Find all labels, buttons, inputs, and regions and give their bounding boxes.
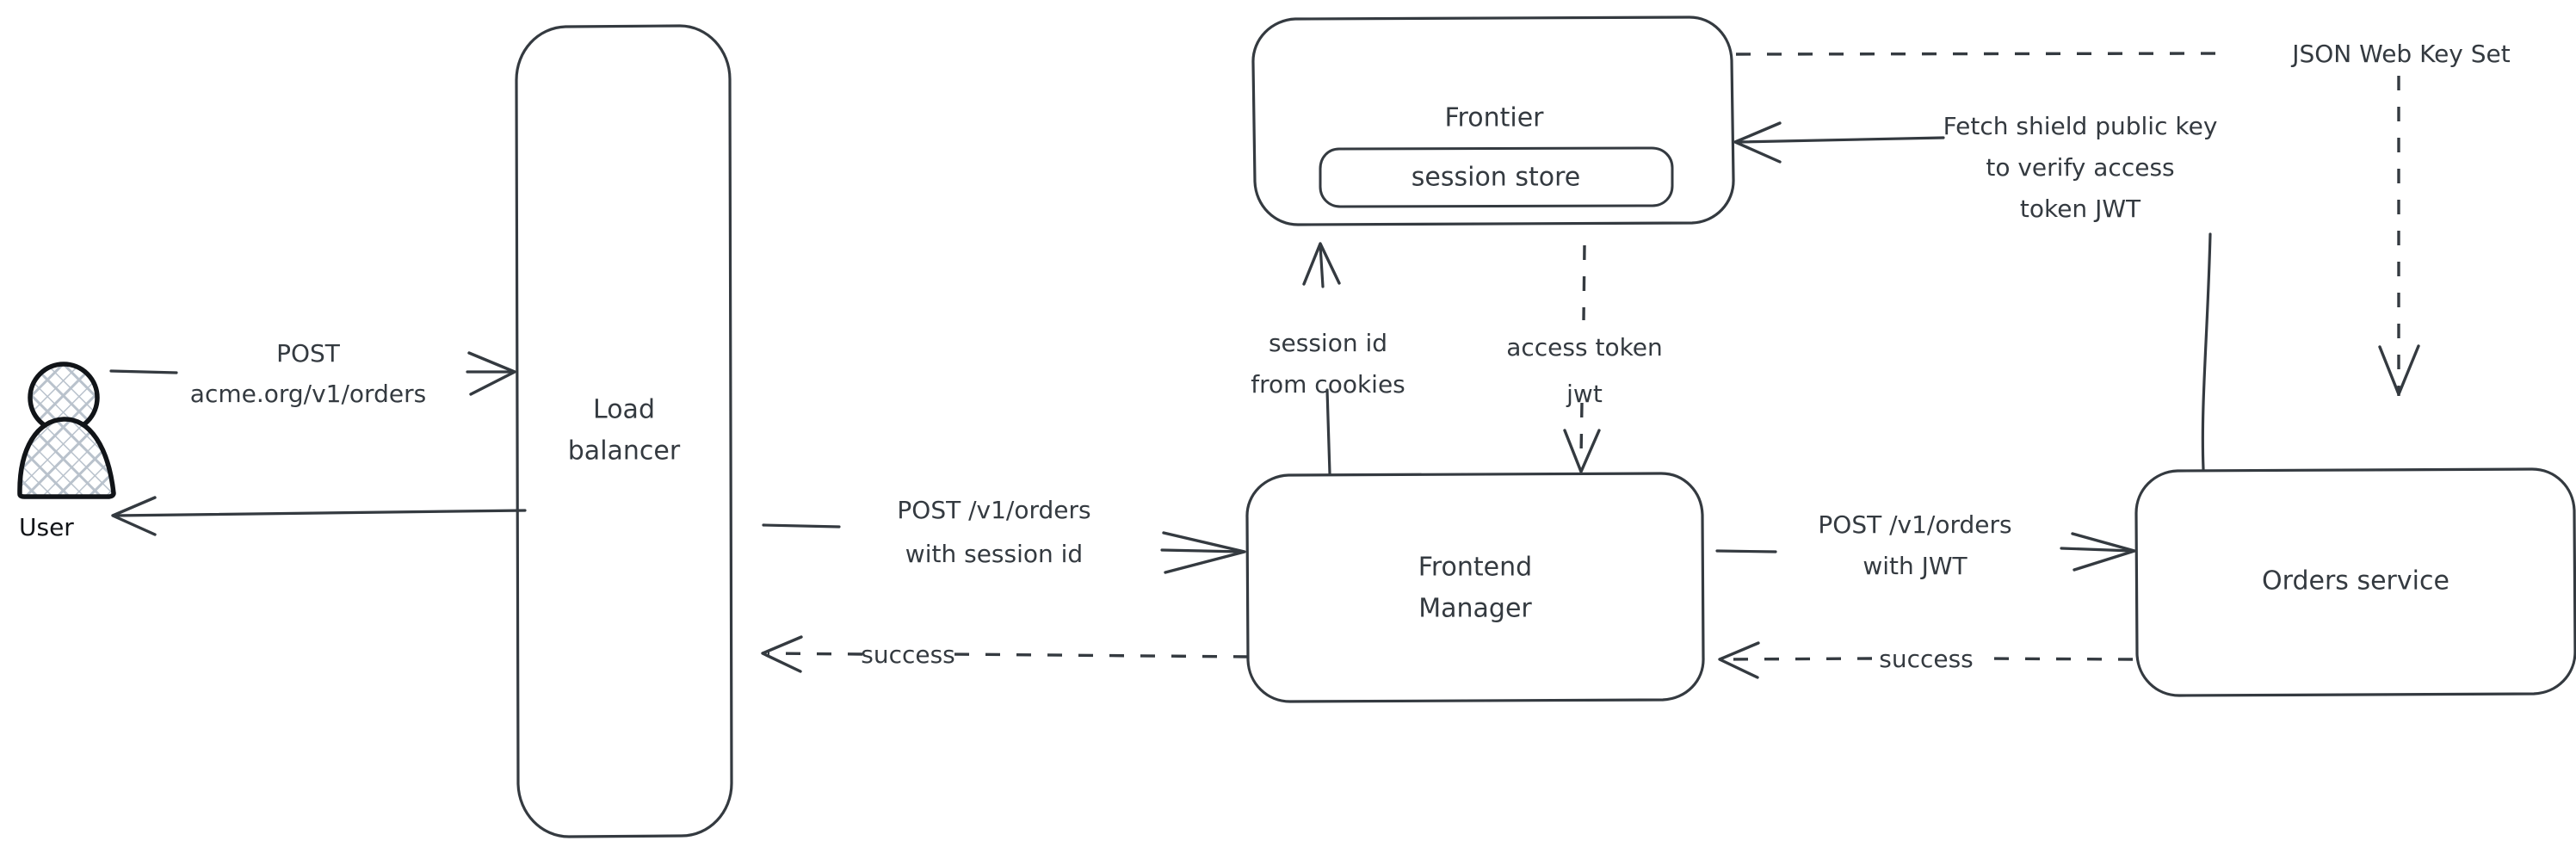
- frontend-manager-box: [1245, 472, 1705, 703]
- edge-lb-to-user-arrowhead: [111, 496, 157, 536]
- edge-frontier-to-fm-label-line2: jwt: [1566, 380, 1603, 408]
- node-frontend-manager[interactable]: Frontend Manager: [1245, 472, 1705, 703]
- edge-orders-to-fm-line-left: [1723, 657, 1873, 661]
- edge-orders-service-to-frontier: Fetch shield public key to verify access…: [1733, 112, 2218, 471]
- edge-fm-to-lb-label: success: [861, 640, 955, 669]
- orders-service-box: [2134, 467, 2576, 697]
- edge-frontier-to-fm-label-line1: access token: [1506, 333, 1663, 362]
- session-store-box: [1319, 146, 1674, 208]
- edge-fm-to-lb-arrowhead: [761, 635, 803, 673]
- load-balancer-label-line1: Load: [593, 395, 655, 425]
- edge-frontend-manager-to-orders-service: POST /v1/orders with JWT: [1715, 510, 2136, 580]
- edge-orders-to-fm-line-right: [1979, 657, 2134, 661]
- edge-load-balancer-to-user: [111, 496, 527, 536]
- edge-fm-to-orders-arrowhead: [2071, 532, 2136, 572]
- edge-fm-to-frontier-arrowhead: [1302, 242, 1341, 286]
- edge-fm-to-frontier-label-line1: session id: [1269, 329, 1387, 357]
- edge-orders-to-frontier-label-line2: to verify access: [1986, 153, 2174, 182]
- edge-fm-to-frontier-label-line2: from cookies: [1251, 370, 1405, 399]
- frontend-manager-label-line1: Frontend: [1418, 553, 1532, 583]
- node-session-store[interactable]: session store: [1319, 146, 1674, 208]
- node-orders-service[interactable]: Orders service: [2134, 467, 2576, 697]
- edge-frontier-to-frontend-manager: access token jwt: [1506, 244, 1663, 473]
- load-balancer-box: [515, 24, 733, 838]
- edge-frontier-to-fm-line-lower: [1579, 402, 1584, 457]
- session-store-label: session store: [1412, 163, 1580, 193]
- edge-user-to-load-balancer: POST acme.org/v1/orders: [109, 339, 516, 408]
- edge-orders-to-frontier-label-line1: Fetch shield public key: [1943, 112, 2218, 140]
- user-body-icon: [17, 417, 116, 499]
- edge-lb-to-fm-arrowhead: [1162, 531, 1246, 574]
- edge-user-to-lb-arrowhead: [467, 351, 516, 396]
- edge-frontend-manager-to-load-balancer: success: [761, 635, 1249, 673]
- edge-fm-to-orders-line-left: [1715, 549, 1777, 553]
- edge-lb-to-fm-label-line1: POST /v1/orders: [897, 496, 1090, 524]
- edge-frontier-to-fm-line-upper: [1582, 244, 1586, 321]
- edge-frontier-to-fm-arrowhead: [1563, 429, 1601, 473]
- edge-lb-to-fm-line-left: [762, 523, 841, 529]
- edge-lb-to-fm-label-line2: with session id: [905, 540, 1083, 568]
- edge-orders-to-frontier-label-line3: token JWT: [2020, 195, 2141, 223]
- edge-lb-to-fm-line-right: [1160, 548, 1245, 553]
- edge-load-balancer-to-frontend-manager: POST /v1/orders with session id: [762, 496, 1246, 574]
- orders-service-label: Orders service: [2262, 566, 2449, 597]
- edge-fm-to-orders-label-line1: POST /v1/orders: [1818, 510, 2011, 539]
- edge-orders-to-frontier-arrowhead: [1733, 121, 1782, 164]
- frontier-label: Frontier: [1444, 103, 1544, 133]
- edge-jwks-label: JSON Web Key Set: [2290, 40, 2511, 68]
- node-frontier[interactable]: Frontier session store: [1251, 15, 1735, 226]
- load-balancer-label-line2: balancer: [568, 436, 681, 467]
- edge-jwks-arrowhead: [2378, 344, 2420, 396]
- edge-fm-to-frontier-line-lower: [1325, 388, 1331, 475]
- edge-user-to-lb-label-line2: acme.org/v1/orders: [190, 380, 426, 408]
- edge-fm-to-frontier-line-upper: [1319, 244, 1325, 288]
- edge-frontier-to-orders-service-jwks: JSON Web Key Set: [1735, 40, 2511, 396]
- edge-user-to-lb-label-line1: POST: [276, 339, 341, 368]
- edge-frontend-manager-to-frontier: session id from cookies: [1251, 242, 1405, 475]
- edge-orders-to-frontier-vertical: [2201, 232, 2212, 471]
- edge-orders-service-to-frontend-manager: success: [1718, 641, 2134, 679]
- user-label: User: [19, 513, 74, 541]
- edge-orders-to-fm-arrowhead: [1718, 641, 1760, 679]
- frontend-manager-label-line2: Manager: [1418, 594, 1532, 624]
- edge-orders-to-frontier-horizontal: [1737, 136, 1945, 144]
- edge-user-to-lb-line-left: [109, 369, 178, 374]
- edge-lb-to-user-line: [113, 509, 527, 517]
- edge-orders-to-fm-label: success: [1879, 645, 1974, 673]
- node-load-balancer[interactable]: Load balancer: [515, 24, 733, 838]
- edge-fm-to-orders-label-line2: with JWT: [1863, 552, 1968, 580]
- node-user[interactable]: User: [17, 362, 116, 541]
- edge-jwks-line-horizontal: [1735, 52, 2226, 56]
- edge-fm-to-orders-line-right: [2060, 547, 2134, 553]
